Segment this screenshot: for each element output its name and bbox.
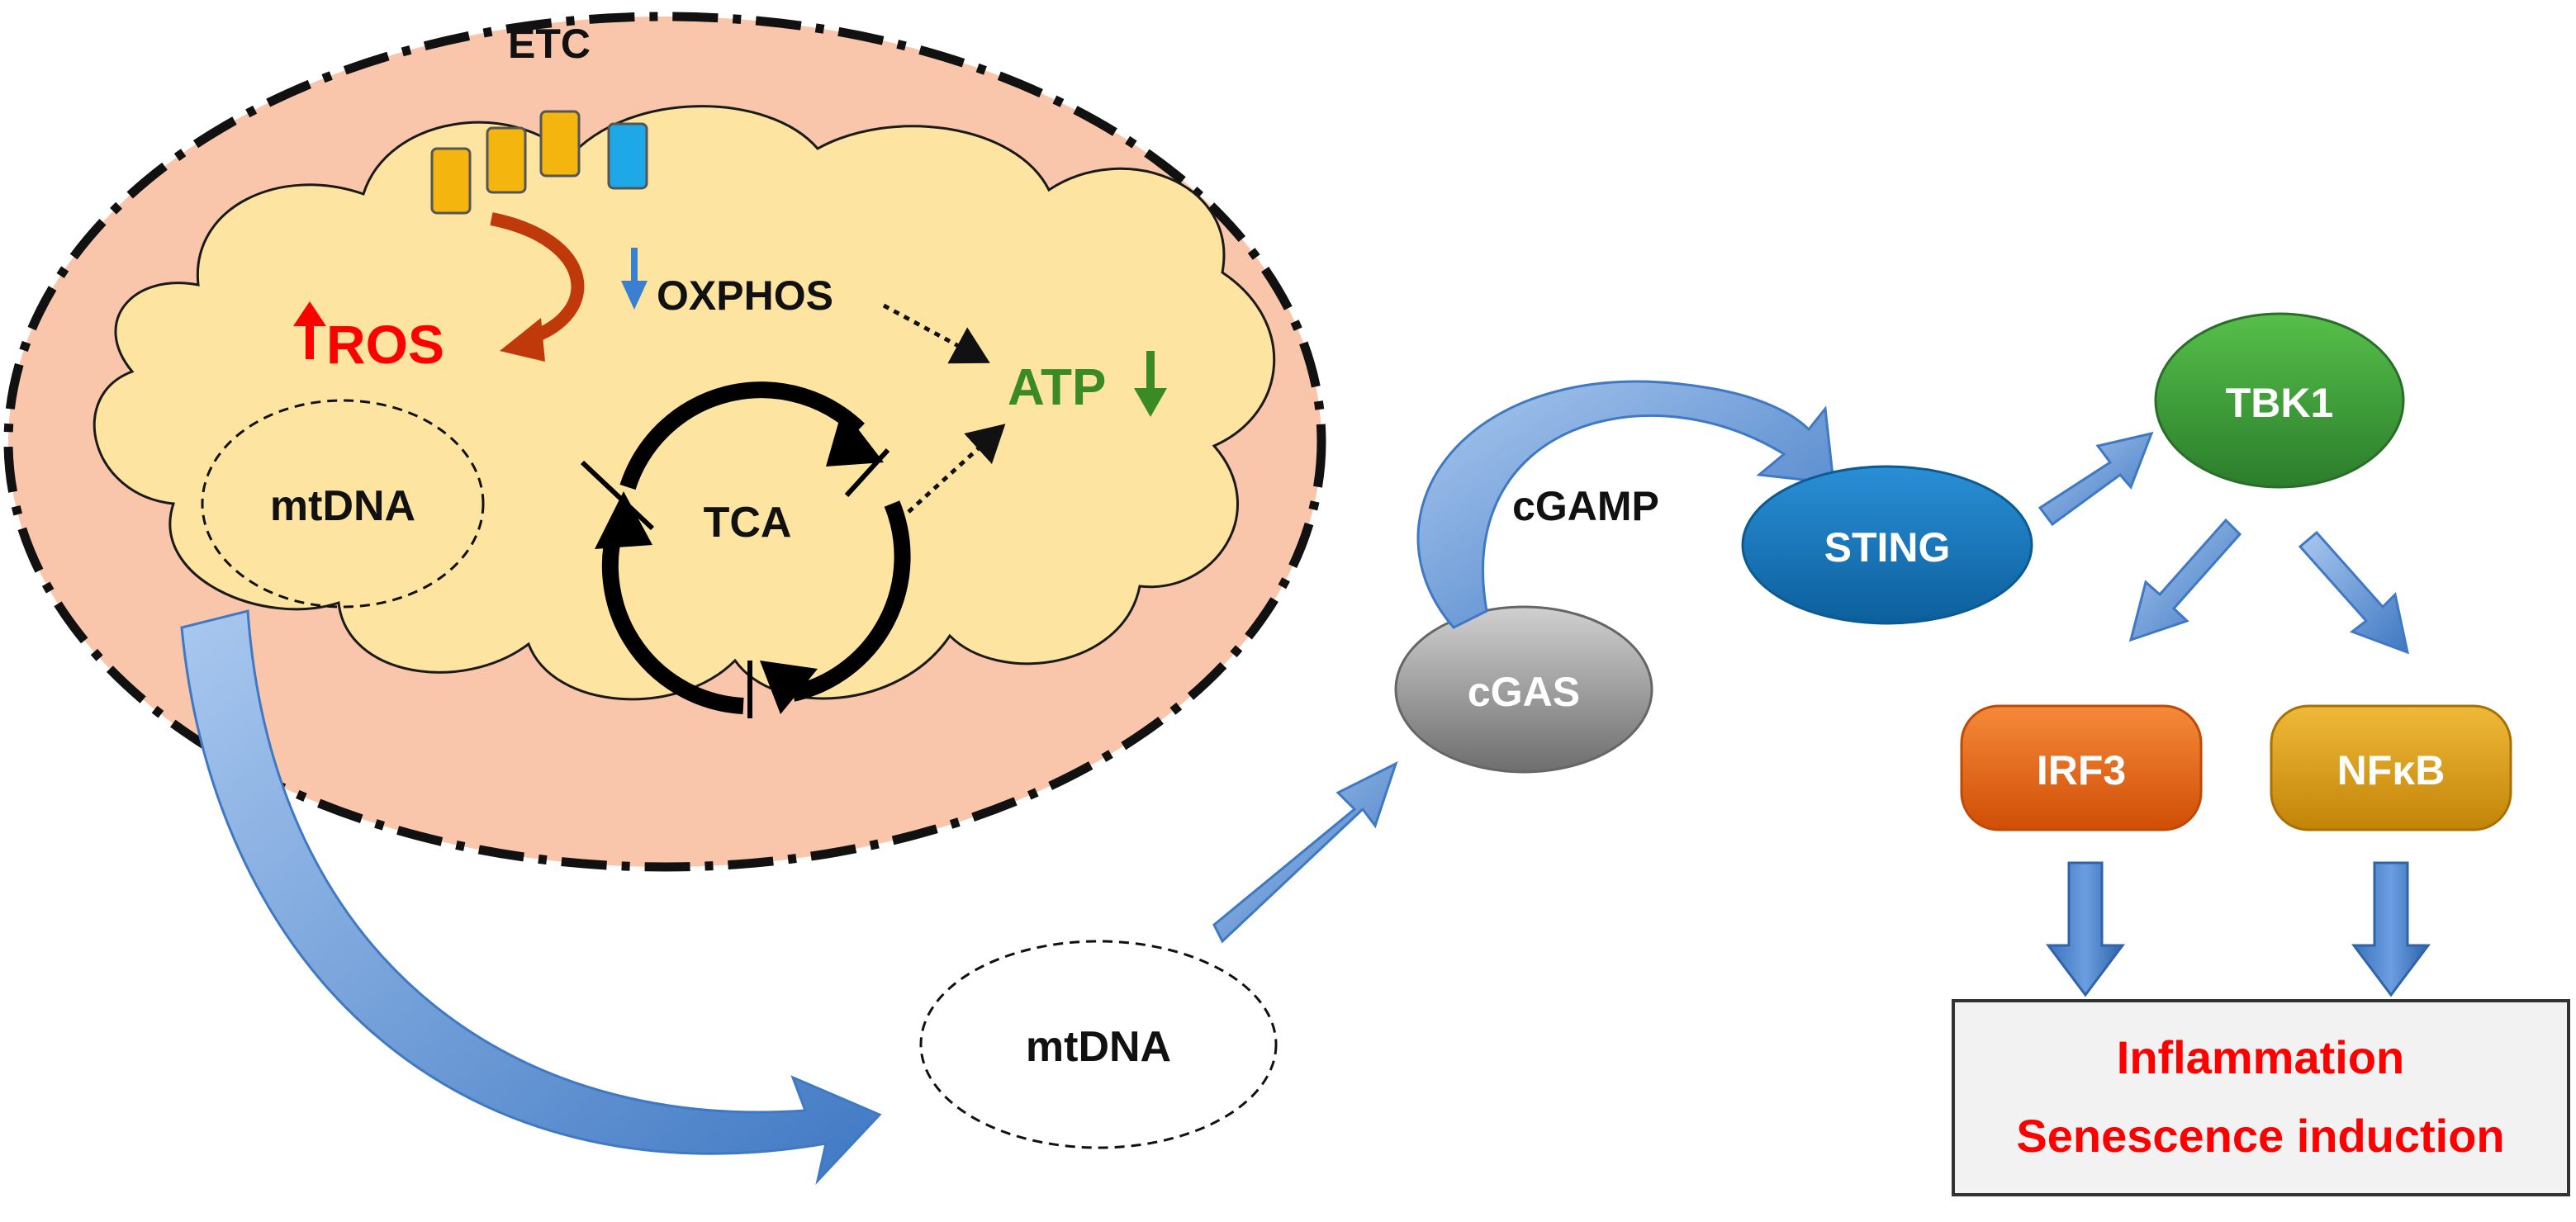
etc-complex-2: [486, 126, 527, 194]
tca-cycle-icon: [580, 381, 911, 718]
cgamp-label: cGAMP: [1512, 483, 1659, 529]
irf3-node: [1960, 704, 2203, 831]
nfkb-to-outcome-arrow: [2351, 861, 2431, 997]
tbk1-label: TBK1: [2226, 380, 2334, 426]
mtdna-released-label: mtDNA: [1026, 1023, 1171, 1071]
tbk1-to-nfkb-arrow: [2298, 530, 2410, 655]
oxphos-label: OXPHOS: [657, 272, 833, 319]
sting-node: [1741, 465, 2033, 625]
cgas-to-sting-arrow: [1416, 380, 1835, 629]
mtdna-release-arrow: [180, 609, 882, 1186]
etc-complex-1: [430, 147, 472, 215]
outcome-senescence: Senescence induction: [2016, 1110, 2504, 1162]
etc-complex-4: [607, 122, 648, 190]
tca-to-atp-arrow: [907, 424, 1006, 514]
irf3-to-outcome-arrow: [2046, 861, 2125, 997]
ros-up-arrow-icon: [293, 301, 326, 359]
nfkb-label: NFκB: [2337, 747, 2446, 793]
tbk1-node: [2154, 312, 2405, 489]
mitochondrial-matrix: [93, 105, 1275, 701]
ros-label: ROS: [326, 314, 444, 375]
sting-to-tbk1-arrow: [2038, 431, 2154, 527]
atp-down-arrow-icon: [1134, 351, 1167, 417]
oxphos-to-atp-arrow: [882, 303, 990, 364]
mtdna-released-outline: [919, 940, 1278, 1149]
outcome-box: [1952, 999, 2570, 1196]
tca-label: TCA: [704, 499, 792, 547]
cgas-label: cGAS: [1468, 669, 1580, 715]
sting-label: STING: [1824, 524, 1951, 571]
mtdna-inside-label: mtDNA: [270, 482, 415, 530]
mtdna-inside-outline: [201, 399, 485, 609]
etc-complex-3: [539, 110, 581, 178]
outcome-inflammation: Inflammation: [2117, 1031, 2404, 1083]
cgas-node: [1394, 605, 1653, 774]
etc-to-ros-arrowhead: [500, 318, 545, 362]
atp-label: ATP: [1008, 359, 1106, 416]
etc-to-ros-arrow: [490, 212, 585, 345]
irf3-label: IRF3: [2037, 747, 2126, 793]
etc-complexes: [430, 110, 648, 215]
tbk1-to-irf3-arrow: [2128, 518, 2242, 642]
mtdna-to-cgas-arrow: [1212, 761, 1398, 944]
nfkb-node: [2270, 704, 2512, 831]
etc-label: ETC: [508, 21, 591, 67]
oxphos-down-arrow-icon: [621, 248, 648, 310]
